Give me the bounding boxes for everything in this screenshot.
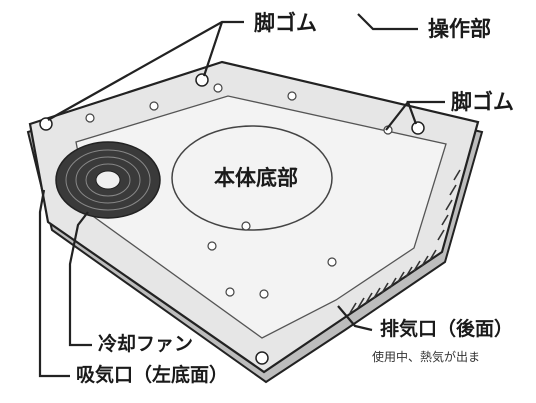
leader-intake: [38, 189, 70, 378]
label-exhaust-port: 排気口（後面）: [380, 318, 514, 340]
leader-rubber-feet-right-b: [385, 101, 409, 131]
label-control-panel: 操作部: [428, 17, 491, 41]
rubber-feet: [39, 73, 425, 365]
screws: [85, 83, 393, 299]
label-unit-bottom: 本体底部: [214, 166, 298, 190]
leader-rubber-feet-top-b: [202, 21, 224, 77]
label-rubber-feet-top: 脚ゴム: [254, 11, 317, 35]
leader-cooling-fan: [68, 211, 92, 347]
cooling-fan-graphic: [55, 141, 161, 219]
bottom-inner-panel: [75, 95, 447, 339]
label-rubber-feet-right: 脚ゴム: [451, 90, 514, 114]
label-cooling-fan: 冷却ファン: [98, 333, 194, 355]
coil-area-outline: [171, 125, 333, 231]
label-exhaust-note: 使用中、熱気が出ま: [372, 350, 481, 364]
leader-lines: [38, 13, 445, 378]
leader-control-panel: [357, 13, 418, 31]
leader-exhaust: [337, 305, 373, 332]
label-intake-port: 吸気口（左底面）: [76, 364, 229, 386]
exhaust-vents: [349, 169, 461, 314]
